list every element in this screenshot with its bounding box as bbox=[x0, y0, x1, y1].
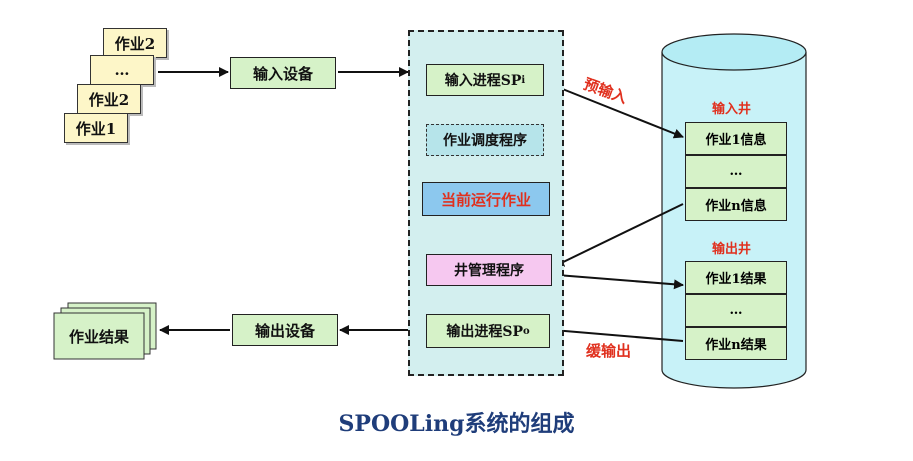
diagram-caption: SPOOLing系统的组成 bbox=[338, 411, 575, 437]
job-card-ellipsis: … bbox=[90, 55, 154, 85]
output-device-label: 输出设备 bbox=[254, 321, 315, 340]
input-process-label: 输入进程SP bbox=[444, 73, 522, 89]
output-process-subscript: o bbox=[522, 325, 530, 337]
job-card-label: 作业2 bbox=[114, 34, 156, 53]
job-scheduler-label: 作业调度程序 bbox=[443, 133, 527, 149]
arrow-input-well-to-manager bbox=[554, 203, 684, 267]
input-device-label: 输入设备 bbox=[252, 64, 313, 83]
output-well-row-label: 作业1结果 bbox=[705, 272, 767, 287]
output-well-row-label: … bbox=[729, 303, 743, 318]
input-well-row-label: … bbox=[729, 164, 743, 179]
arrow-output-well-to-spo bbox=[552, 325, 684, 342]
output-well-row: 作业1结果 bbox=[685, 261, 787, 294]
job-card-label: … bbox=[114, 61, 130, 79]
output-process-label: 输出进程SP bbox=[446, 324, 523, 340]
arrow-manager-to-output-well bbox=[556, 274, 684, 290]
output-result-label: 作业结果 bbox=[68, 328, 129, 346]
input-well-row-label: 作业1信息 bbox=[705, 133, 767, 148]
well-manager-label: 井管理程序 bbox=[454, 263, 524, 279]
job-card-label: 作业2 bbox=[88, 90, 130, 109]
output-well-row: … bbox=[685, 294, 787, 327]
job-scheduler: 作业调度程序 bbox=[426, 124, 544, 156]
job-card-label: 作业1 bbox=[75, 119, 117, 138]
input-well-title: 输入井 bbox=[712, 102, 752, 117]
buffered-output-label: 缓输出 bbox=[586, 342, 632, 360]
current-running-job: 当前运行作业 bbox=[422, 182, 550, 216]
job-card-top: 作业2 bbox=[103, 28, 167, 58]
input-device: 输入设备 bbox=[230, 57, 336, 89]
output-well-title: 输出井 bbox=[712, 242, 752, 257]
current-running-job-label: 当前运行作业 bbox=[440, 190, 531, 209]
arrow-spi-to-input-well bbox=[544, 81, 684, 139]
well-manager: 井管理程序 bbox=[426, 254, 552, 286]
input-well-row: 作业n信息 bbox=[685, 188, 787, 221]
output-device: 输出设备 bbox=[232, 314, 338, 346]
input-well-row: 作业1信息 bbox=[685, 122, 787, 155]
input-well-row: … bbox=[685, 155, 787, 188]
output-well-row: 作业n结果 bbox=[685, 327, 787, 360]
input-process-subscript: i bbox=[521, 74, 526, 86]
output-well-row-label: 作业n结果 bbox=[705, 338, 767, 353]
input-well-row-label: 作业n信息 bbox=[705, 199, 767, 214]
job-card-job1: 作业1 bbox=[64, 113, 128, 143]
result-pages-stack bbox=[53, 302, 157, 360]
job-card-job2: 作业2 bbox=[77, 84, 141, 114]
